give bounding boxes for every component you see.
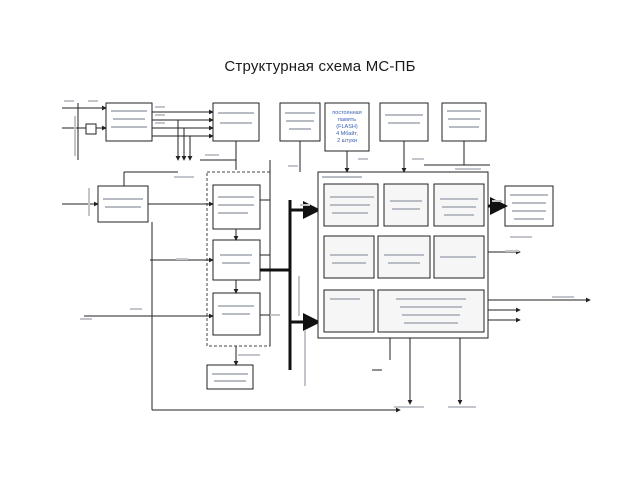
bottom-indicator-block [206,364,254,390]
cpu-dma-block [323,289,375,333]
flash-line-1: постоянная [332,110,361,116]
cpu-periph-block [433,183,485,227]
flash-line-4: 4 Мбайт, [336,130,358,137]
left-interface-block [97,185,149,223]
flash-line-2: память [338,117,356,123]
cpu-uart-block [377,235,431,279]
flash-line-3: (FLASH) [336,124,358,130]
power-source-block [105,102,153,142]
fuse-symbol [85,123,97,135]
cpu-cache-block [383,183,429,227]
flash-line-5: 2 штуки [337,138,357,144]
cpu-timer-block [323,235,375,279]
flash-memory-block [324,102,370,152]
illegible-text-marks [111,110,481,130]
page-title: Структурная схема МС-ПБ [224,58,416,75]
faint-signal-labels [64,100,574,408]
mcu-block-1 [212,184,261,230]
reset-block [441,102,487,142]
cpu-controller-block [377,289,485,333]
mcu-block-2 [212,239,261,281]
